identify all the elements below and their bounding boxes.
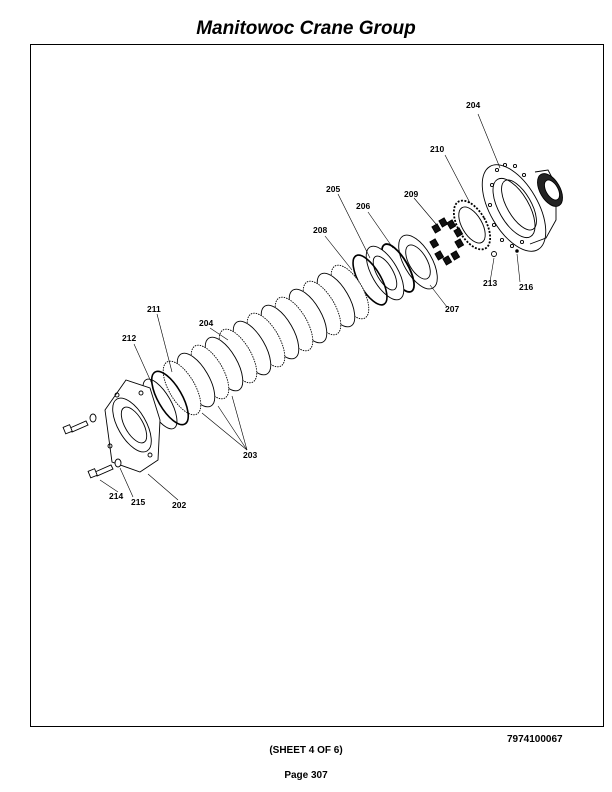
spring-pack-209: [429, 217, 465, 266]
callout-204-top: 204: [466, 100, 480, 110]
callout-210: 210: [430, 144, 444, 154]
callout-202: 202: [172, 500, 186, 510]
callout-214: 214: [109, 491, 123, 501]
page-number: Page 307: [284, 770, 328, 781]
sheet-indicator: (SHEET 4 OF 6): [269, 745, 343, 756]
clutch-plate-stack: [162, 264, 370, 416]
ring-gear-210: [452, 199, 492, 251]
bolt-lower: [87, 458, 122, 479]
callout-203: 203: [243, 450, 257, 460]
page-title: Manitowoc Crane Group: [196, 18, 416, 39]
callout-211: 211: [147, 304, 161, 314]
callout-209: 209: [404, 189, 418, 199]
callout-212: 212: [122, 333, 136, 343]
drawing-frame: [30, 44, 604, 727]
callout-206: 206: [356, 201, 370, 211]
callout-215: 215: [131, 497, 145, 507]
drawing-number: 7974100067: [507, 734, 563, 745]
bolt-upper: [62, 413, 97, 435]
leader-lines: [99, 113, 521, 501]
callout-205: 205: [326, 184, 340, 194]
cover-housing-202: [104, 379, 161, 473]
callout-213: 213: [483, 278, 497, 288]
callout-216: 216: [519, 282, 533, 292]
callout-208: 208: [313, 225, 327, 235]
callout-204-mid: 204: [199, 318, 213, 328]
housing-top-right: [481, 162, 563, 252]
callout-207: 207: [445, 304, 459, 314]
